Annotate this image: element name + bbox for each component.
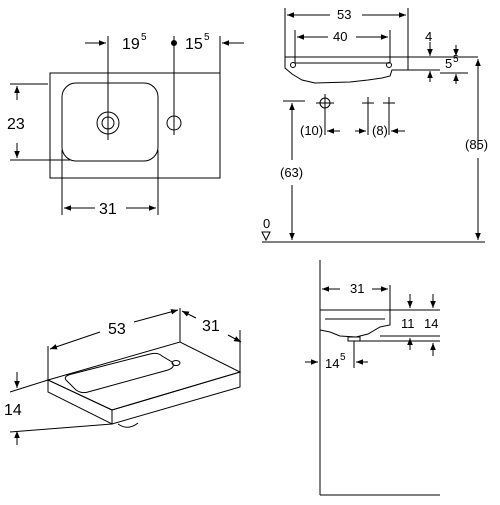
dim-left-offset-label: (10) [300,123,323,138]
basin-side-face [111,371,241,425]
dim-depth-arrow-bottom [227,334,242,343]
dim-total-height-label: (85) [465,137,488,152]
side-view [261,8,485,243]
crosshair-right [383,97,395,109]
dim-rim-label: 4 [425,29,432,44]
basin-front-face [47,379,113,425]
drain-body [347,336,361,342]
dim-width-right-sup: 5 [204,32,210,43]
side-drain-left [290,62,296,68]
dim-drain-sup: 5 [340,352,346,363]
dim-height-ext-top [9,379,49,393]
front-view [10,36,244,215]
perspective-view-labels: 53 31 14 [4,318,220,419]
basin-top-face [46,341,242,411]
dim-length-label: 53 [108,321,126,338]
dim-total-label: 53 [337,7,351,22]
dim-depth-label: 31 [202,318,220,335]
bowl-outline-top [61,82,159,162]
drain-bottom [117,422,139,428]
dim-install-height-label: (63) [280,165,303,180]
dim-wall-depth-label: 31 [350,281,364,296]
floor-level-label: 0 [263,216,270,231]
crosshair-middle [362,97,374,109]
dim-height-label: 23 [7,116,25,133]
dim-inner-label: 40 [333,29,347,44]
dim-width-left-sup: 5 [141,32,147,43]
dim-drain-label: 14 [325,356,339,371]
dim-rim2-sup: 5 [453,54,459,65]
perspective-view [9,308,242,445]
tap-hole [171,360,181,366]
dim-right-offset-label: (8) [372,123,388,138]
dim-rim2-label: 5 [445,56,452,71]
dim-length-arrow-left [49,331,101,350]
dim-bowl-width-label: 31 [99,201,117,218]
dim-width-right-label: 15 [185,36,203,53]
crosshair-left [316,94,334,112]
dim-length-arrow-right [133,309,179,323]
wall-view [305,260,440,496]
side-drain-right [386,62,392,68]
dim-height-ext-bottom [9,423,113,433]
dim-wall-height-label: 14 [424,316,438,331]
basin-outline-top [49,72,221,179]
basin-wall-profile [319,309,391,338]
side-view-labels: 53 40 4 5 5 (10) (8) (63) (85) 0 [263,7,488,231]
floor-marker-triangle [261,231,271,242]
front-view-labels: 19 5 15 5 23 31 [7,32,210,218]
tap-center-dot [171,40,177,46]
dim-height-label: 14 [4,402,22,419]
dim-depth-arrow-top [181,310,197,319]
wall-view-labels: 31 11 14 14 5 [325,281,438,371]
dim-wall-inner-height-label: 11 [401,316,415,331]
dim-width-left-label: 19 [122,36,140,53]
